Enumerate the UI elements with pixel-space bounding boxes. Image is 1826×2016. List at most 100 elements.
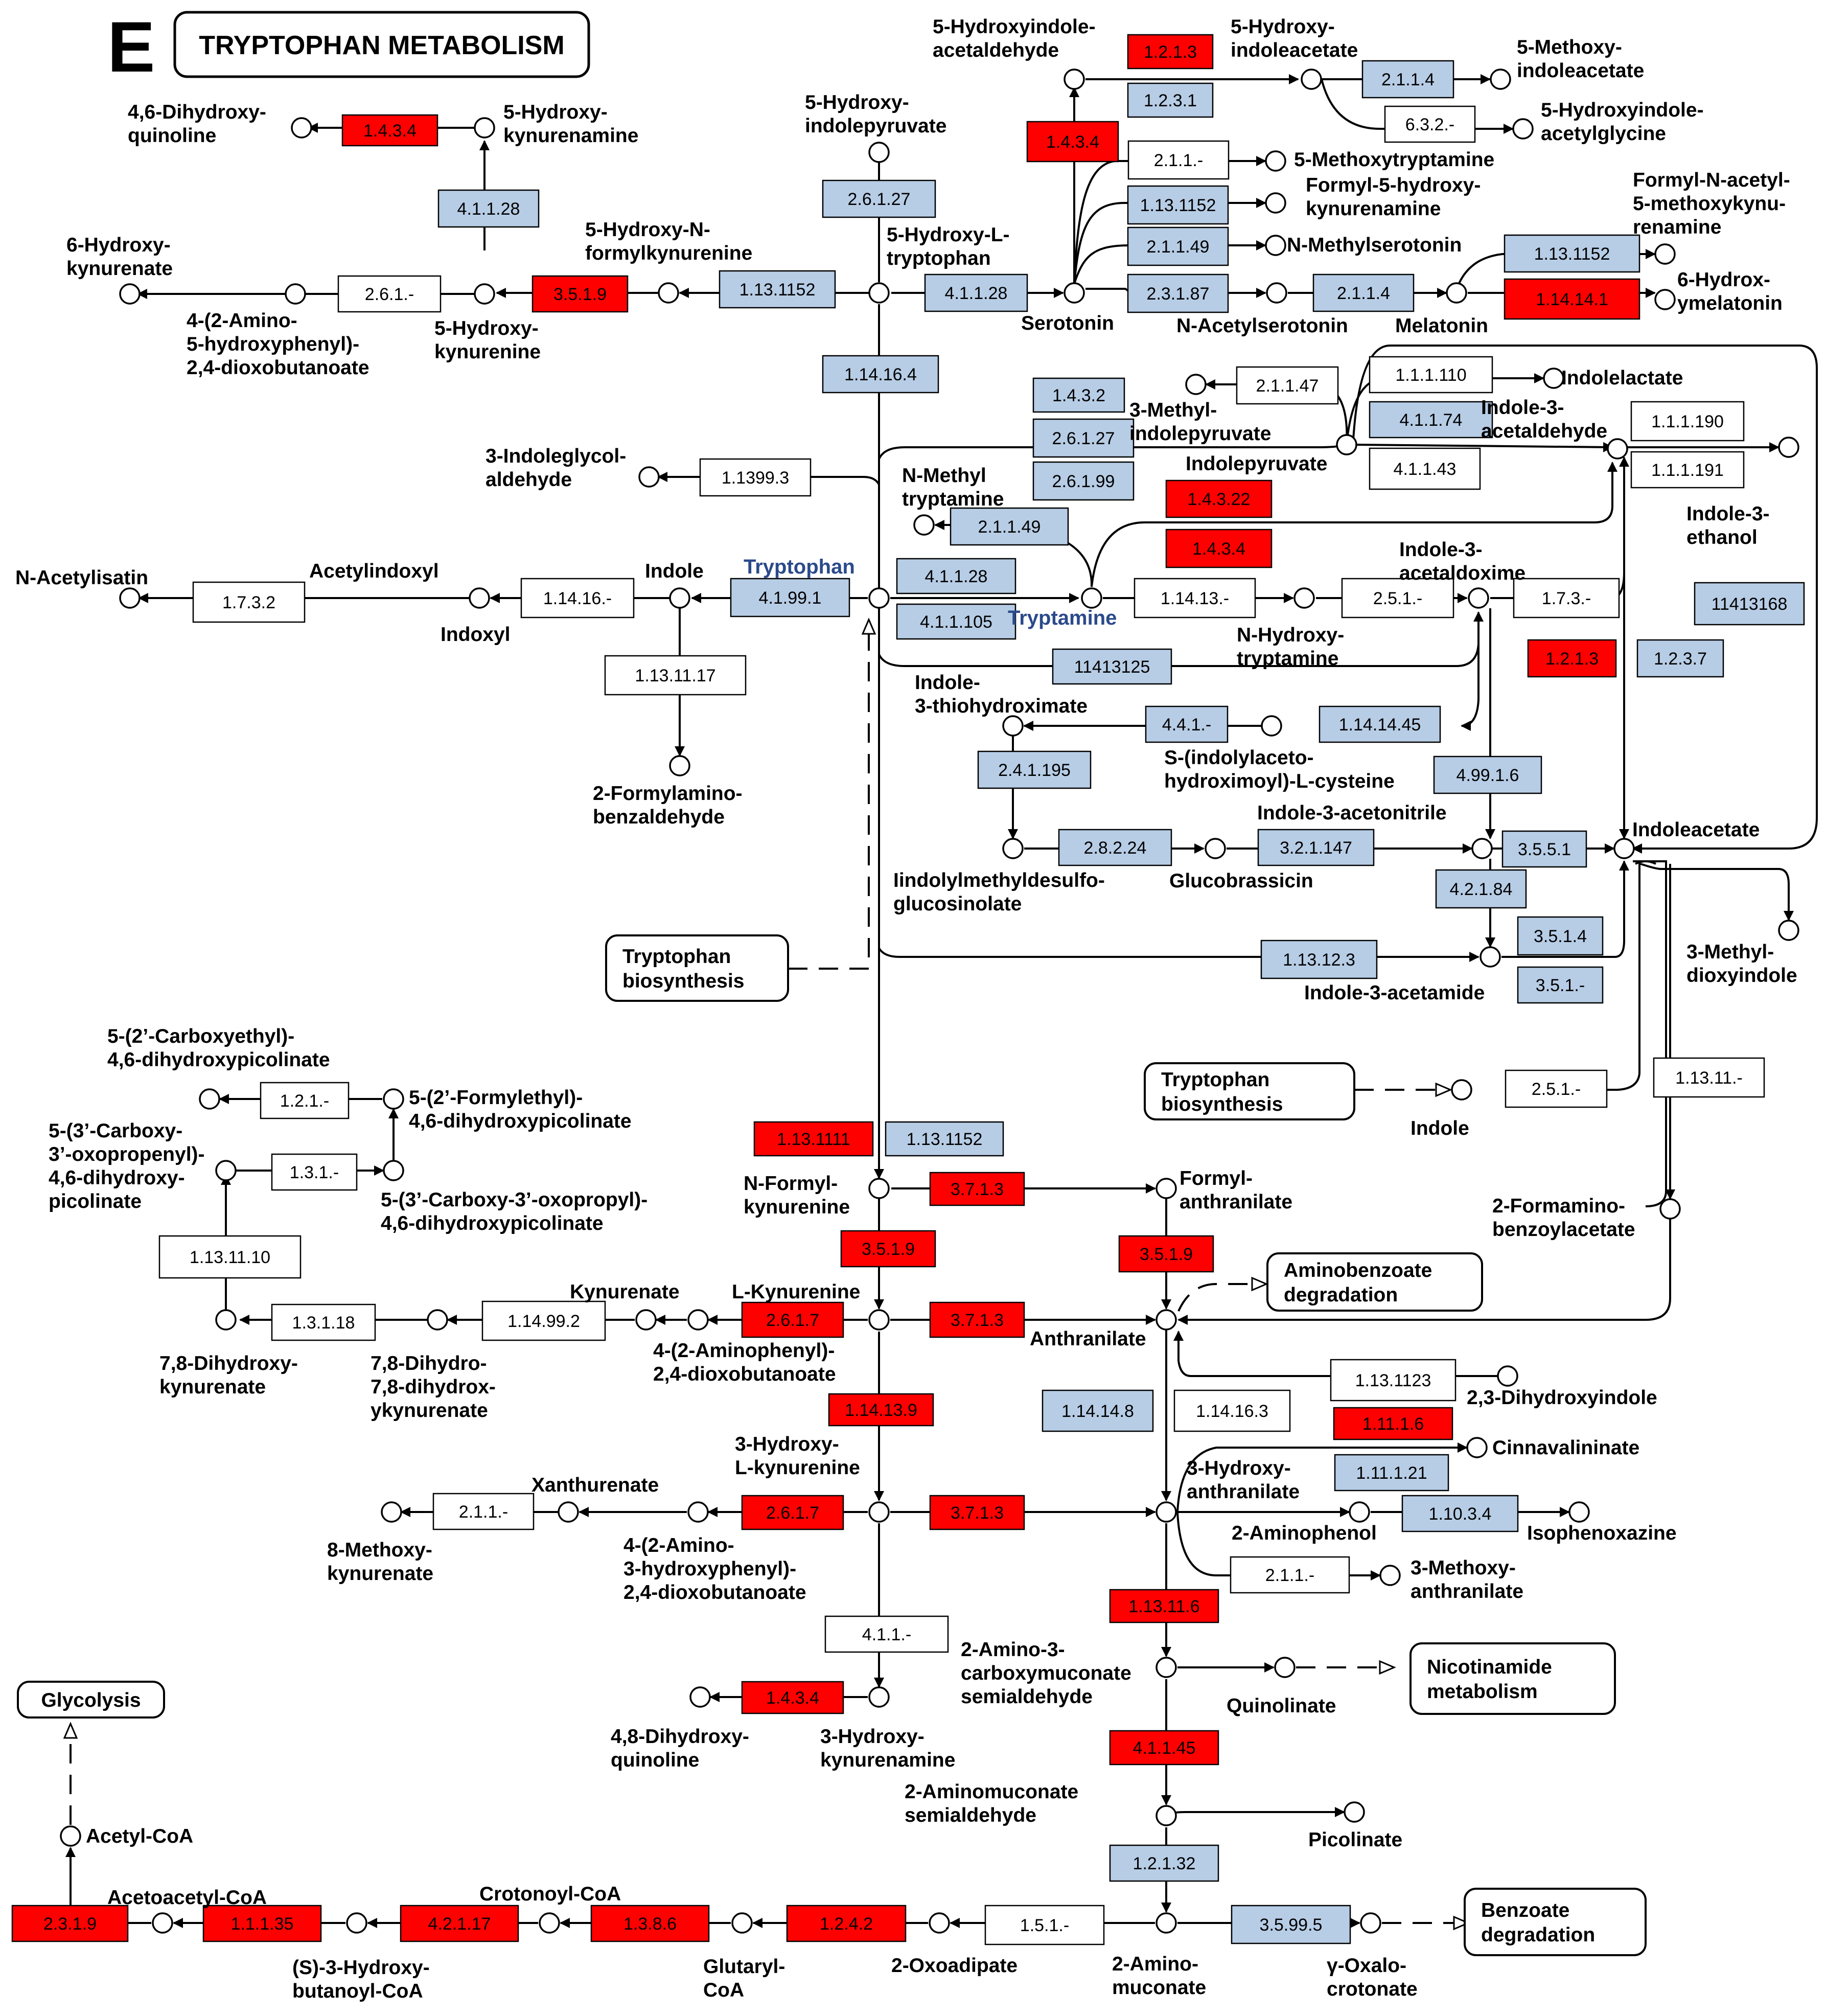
node (635, 1309, 657, 1331)
compound-label: Acetylindoxyl (309, 560, 439, 582)
compound-label-line: Indole-3- (1399, 539, 1483, 561)
enzyme-box-bg (929, 1172, 1025, 1206)
enzyme-box-bg (531, 275, 629, 313)
enzyme-box: 1.4.3.4 (741, 1681, 844, 1714)
pathway-map-box[interactable] (17, 1681, 165, 1719)
pathway-map-box[interactable] (1409, 1642, 1616, 1715)
enzyme-label: 3.2.1.147 (1280, 838, 1352, 858)
pathway-map-box[interactable] (605, 934, 789, 1002)
enzyme-box: 2.6.1.27 (822, 179, 936, 218)
node (1468, 587, 1489, 609)
enzyme-box-bg (1369, 401, 1493, 439)
node (427, 1309, 448, 1331)
compound-label: Indole-3-ethanol (1686, 503, 1770, 548)
enzyme-box-bg (192, 581, 306, 623)
compound-label: Indole-3-acetamide (1304, 982, 1485, 1004)
enzyme-label: 1.5.1.- (1020, 1916, 1069, 1935)
pathway-map-box[interactable] (1464, 1888, 1647, 1956)
node (60, 1825, 81, 1847)
compound-label: 4-(2-Amino-5-hydroxyphenyl)-2,4-dioxobut… (187, 310, 369, 379)
enzyme-box: 1.13.12.3 (1260, 940, 1378, 979)
compound-label-line: 3-thiohydroximate (915, 695, 1088, 717)
pathway-map-label: degradation (1481, 1924, 1595, 1946)
compound-label: 7,8-Dihydro-7,8-dihydrox-ykynurenate (371, 1353, 496, 1422)
pathway-map-box[interactable] (1144, 1062, 1355, 1120)
enzyme-box-bg (1435, 869, 1527, 909)
pathway-map-box[interactable] (1266, 1252, 1483, 1312)
enzyme-label: 2.3.1.9 (43, 1914, 97, 1934)
enzyme-label: 1.11.1.21 (1356, 1463, 1427, 1483)
compound-label-line: 5-(3’-Carboxy-3’-oxopropyl)- (381, 1189, 648, 1211)
compound-label-line: Formyl- (1180, 1167, 1253, 1189)
enzyme-box-bg (260, 1082, 350, 1119)
node (1659, 1198, 1681, 1220)
compound-label: 2-Amino-muconate (1112, 1953, 1206, 1999)
compound-label-line: Glucobrassicin (1169, 870, 1313, 892)
enzyme-box-bg (1384, 105, 1476, 143)
node (119, 587, 141, 609)
enzyme-box-bg (840, 1230, 936, 1268)
tryptophan-label: Tryptophan (744, 556, 855, 578)
enzyme-box-bg (1118, 1235, 1214, 1273)
enzyme-box-bg (1127, 34, 1214, 70)
compound-label: 5-Hydroxy-indolepyruvate (805, 91, 946, 137)
enzyme-box: 2.6.1.- (337, 275, 442, 313)
compound-label-line: N-Acetylserotonin (1176, 315, 1348, 337)
node (119, 283, 141, 305)
compound-label-line: S-(indolylaceto- (1164, 747, 1314, 769)
enzyme-label: 6.3.2.- (1405, 115, 1454, 134)
compound-label-line: glucosinolate (893, 893, 1022, 915)
compound-label: 5-Hydroxy-kynurenamine (503, 101, 638, 147)
enzyme-label: 1.7.3.- (1542, 589, 1591, 608)
compound-label-line: 4,8-Dihydroxy- (611, 1726, 749, 1748)
compound-label: 4,6-Dihydroxy-quinoline (128, 101, 266, 147)
enzyme-box-bg (1127, 140, 1230, 180)
node (1002, 715, 1024, 737)
enzyme-box: 1.13.11.17 (604, 655, 747, 696)
compound-label-line: 2,3-Dihydroxyindole (1467, 1387, 1657, 1409)
compound-label: 5-Hydroxy-N-formylkynurenine (585, 219, 752, 264)
compound-label-line: 2-Aminomuconate (905, 1781, 1078, 1803)
enzyme-box-bg (1032, 461, 1135, 501)
enzyme-label: 2.5.1.- (1532, 1080, 1581, 1099)
enzyme-box-bg (432, 1493, 535, 1530)
compound-label-line: ykynurenate (371, 1400, 488, 1422)
compound-label-line: 7,8-Dihydroxy- (159, 1353, 298, 1374)
enzyme-box: 2.6.1.27 (1032, 418, 1135, 458)
pathway-map-link[interactable]: Glycolysis (17, 1681, 165, 1719)
node (1607, 438, 1628, 460)
compound-label: 2-Oxoadipate (891, 1955, 1018, 1977)
compound-label: 3-Methyl-dioxyindole (1686, 941, 1797, 987)
compound-label: 2-Formylamino-benzaldehyde (593, 783, 743, 828)
compound-label-line: L-Kynurenine (732, 1281, 860, 1303)
enzyme-box-bg (1517, 966, 1604, 1004)
compound-label-line: acetylglycine (1541, 123, 1666, 145)
enzyme-label: 3.5.5.1 (1518, 840, 1571, 859)
compound-label-line: Quinolinate (1227, 1695, 1336, 1717)
enzyme-box-bg (822, 355, 939, 394)
enzyme-box: 4.1.1.74 (1369, 401, 1493, 439)
enzyme-box: 1.14.14.8 (1042, 1389, 1154, 1432)
enzyme-label: 1.13.1152 (739, 280, 816, 300)
node (1155, 1805, 1177, 1826)
node (1654, 243, 1676, 265)
node (539, 1912, 560, 1934)
enzyme-box-bg (730, 578, 850, 617)
enzyme-box: 3.5.1.- (1517, 966, 1604, 1004)
compound-label-line: 5-Hydroxy- (503, 101, 608, 123)
enzyme-box: 1.3.8.6 (590, 1905, 710, 1942)
compound-label-line: 2-Aminophenol (1232, 1522, 1377, 1544)
compound-label: γ-Oxalo-crotonate (1327, 1955, 1418, 2000)
node (1543, 368, 1564, 389)
enzyme-box: 1.10.3.4 (1401, 1495, 1519, 1532)
enzyme-label: 1.2.4.2 (820, 1914, 873, 1934)
enzyme-label: 2.6.1.7 (766, 1311, 819, 1330)
compound-label-line: 2-Amino-3- (961, 1639, 1065, 1661)
compound-label: N-Acetylserotonin (1176, 315, 1348, 337)
